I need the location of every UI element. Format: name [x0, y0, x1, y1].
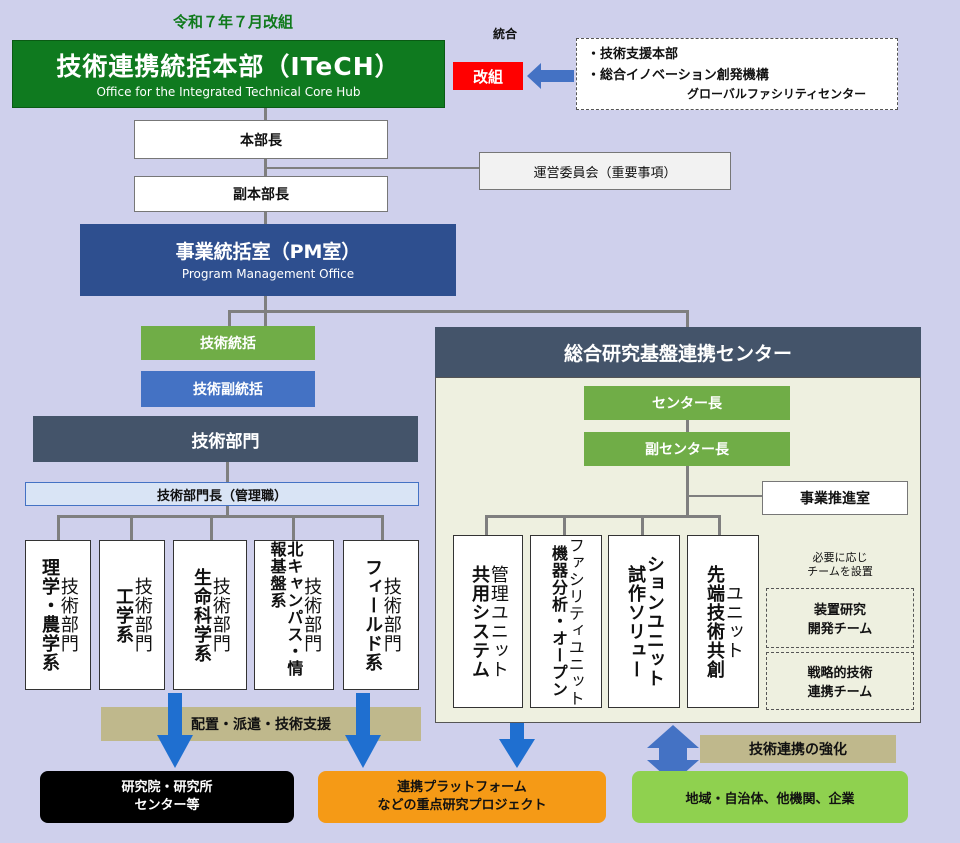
center-head-box: センター長 — [584, 386, 790, 420]
down-arrow-icon — [499, 723, 535, 768]
technical-vice-chief-box: 技術副統括 — [141, 371, 315, 407]
department-north-campus: 北キャンパス・情報基盤系 技術部門 — [254, 540, 334, 690]
unit-main: 試作ソリュー — [625, 564, 646, 679]
pm-office-title: 事業統括室（PM室） — [175, 241, 361, 263]
team-note: 必要に応じ チームを設置 — [807, 551, 873, 579]
reorg-date-label: 令和７年７月改組 — [173, 13, 294, 31]
unit-advanced-tech: 先端技術共創 ユニット — [687, 535, 759, 708]
promotion-office-box: 事業推進室 — [762, 481, 908, 515]
department-life-science: 生命科学系 技術部門 — [173, 540, 247, 690]
main-title-box: 技術連携統括本部（ITeCH） Office for the Integrate… — [12, 40, 445, 108]
unit-main: 機器分析・オープン — [549, 545, 568, 698]
dept-sub: 技術部門 — [57, 577, 79, 653]
director-box: 本部長 — [134, 120, 388, 159]
dept-sub: 技術部門 — [209, 577, 231, 653]
center-vice-head-box: 副センター長 — [584, 432, 790, 466]
destination-platform: 連携プラットフォーム などの重点研究プロジェクト — [318, 771, 606, 823]
vice-director-box: 副本部長 — [134, 176, 388, 212]
unit-sub: ションユニット — [643, 555, 665, 688]
department-engineering: 工学系 技術部門 — [99, 540, 165, 690]
dept-main: 理学・農学系 — [39, 558, 60, 672]
committee-box: 運営委員会（重要事項） — [479, 152, 731, 190]
merge-label: 統合 — [493, 27, 518, 41]
dept-main: 工学系 — [113, 586, 134, 644]
bidirectional-arrow-icon — [647, 725, 699, 783]
destination-research: 研究院・研究所 センター等 — [40, 771, 294, 823]
pm-office-box: 事業統括室（PM室） Program Management Office — [80, 224, 456, 296]
destination-community: 地域・自治体、他機関、企業 — [632, 771, 908, 823]
main-title: 技術連携統括本部（ITeCH） — [56, 52, 401, 81]
down-arrow-icon — [157, 693, 193, 768]
merged-unit-3: グローバルファシリティセンター — [687, 87, 867, 101]
unit-main: 共用システム — [469, 564, 490, 679]
team-strategic-tech: 戦略的技術 連携チーム — [766, 652, 914, 710]
merged-units-box: ・技術支援本部 ・総合イノベーション創発機構 グローバルファシリティセンター — [576, 38, 898, 110]
dept-main: フィールド系 — [362, 558, 383, 672]
unit-sub: 管理ユニット — [487, 564, 509, 679]
reorg-badge: 改組 — [453, 62, 523, 90]
team-device-research: 装置研究 開発チーム — [766, 588, 914, 648]
unit-sub: ユニット — [722, 583, 744, 660]
dept-main: 生命科学系 — [191, 567, 212, 663]
main-subtitle: Office for the Integrated Technical Core… — [96, 85, 361, 99]
down-arrow-icon — [345, 693, 381, 768]
unit-shared-system: 共用システム 管理ユニット — [453, 535, 523, 708]
department-science-agri: 理学・農学系 技術部門 — [25, 540, 91, 690]
merged-unit-2: ・総合イノベーション創発機構 — [587, 68, 769, 83]
pm-office-subtitle: Program Management Office — [181, 267, 355, 281]
dept-main: 北キャンパス・情報基盤系 — [267, 541, 304, 677]
unit-instrument-analysis: 機器分析・オープン ファシリティユニット — [530, 535, 602, 708]
dept-sub: 技術部門 — [301, 577, 323, 653]
strengthen-label: 技術連携の強化 — [700, 735, 896, 763]
merge-arrow-icon — [527, 63, 574, 89]
technical-chief-box: 技術統括 — [141, 326, 315, 360]
dept-sub: 技術部門 — [380, 577, 402, 653]
unit-prototype-solution: 試作ソリュー ションユニット — [608, 535, 680, 708]
division-head-box: 技術部門長（管理職） — [25, 482, 419, 506]
department-field: フィールド系 技術部門 — [343, 540, 419, 690]
technical-division-box: 技術部門 — [33, 416, 418, 462]
dept-sub: 技術部門 — [131, 577, 153, 653]
merged-unit-1: ・技術支援本部 — [587, 47, 679, 62]
unit-sub: ファシリティユニット — [565, 536, 585, 707]
unit-main: 先端技術共創 — [704, 564, 725, 679]
center-title-box: 総合研究基盤連携センター — [435, 327, 921, 377]
